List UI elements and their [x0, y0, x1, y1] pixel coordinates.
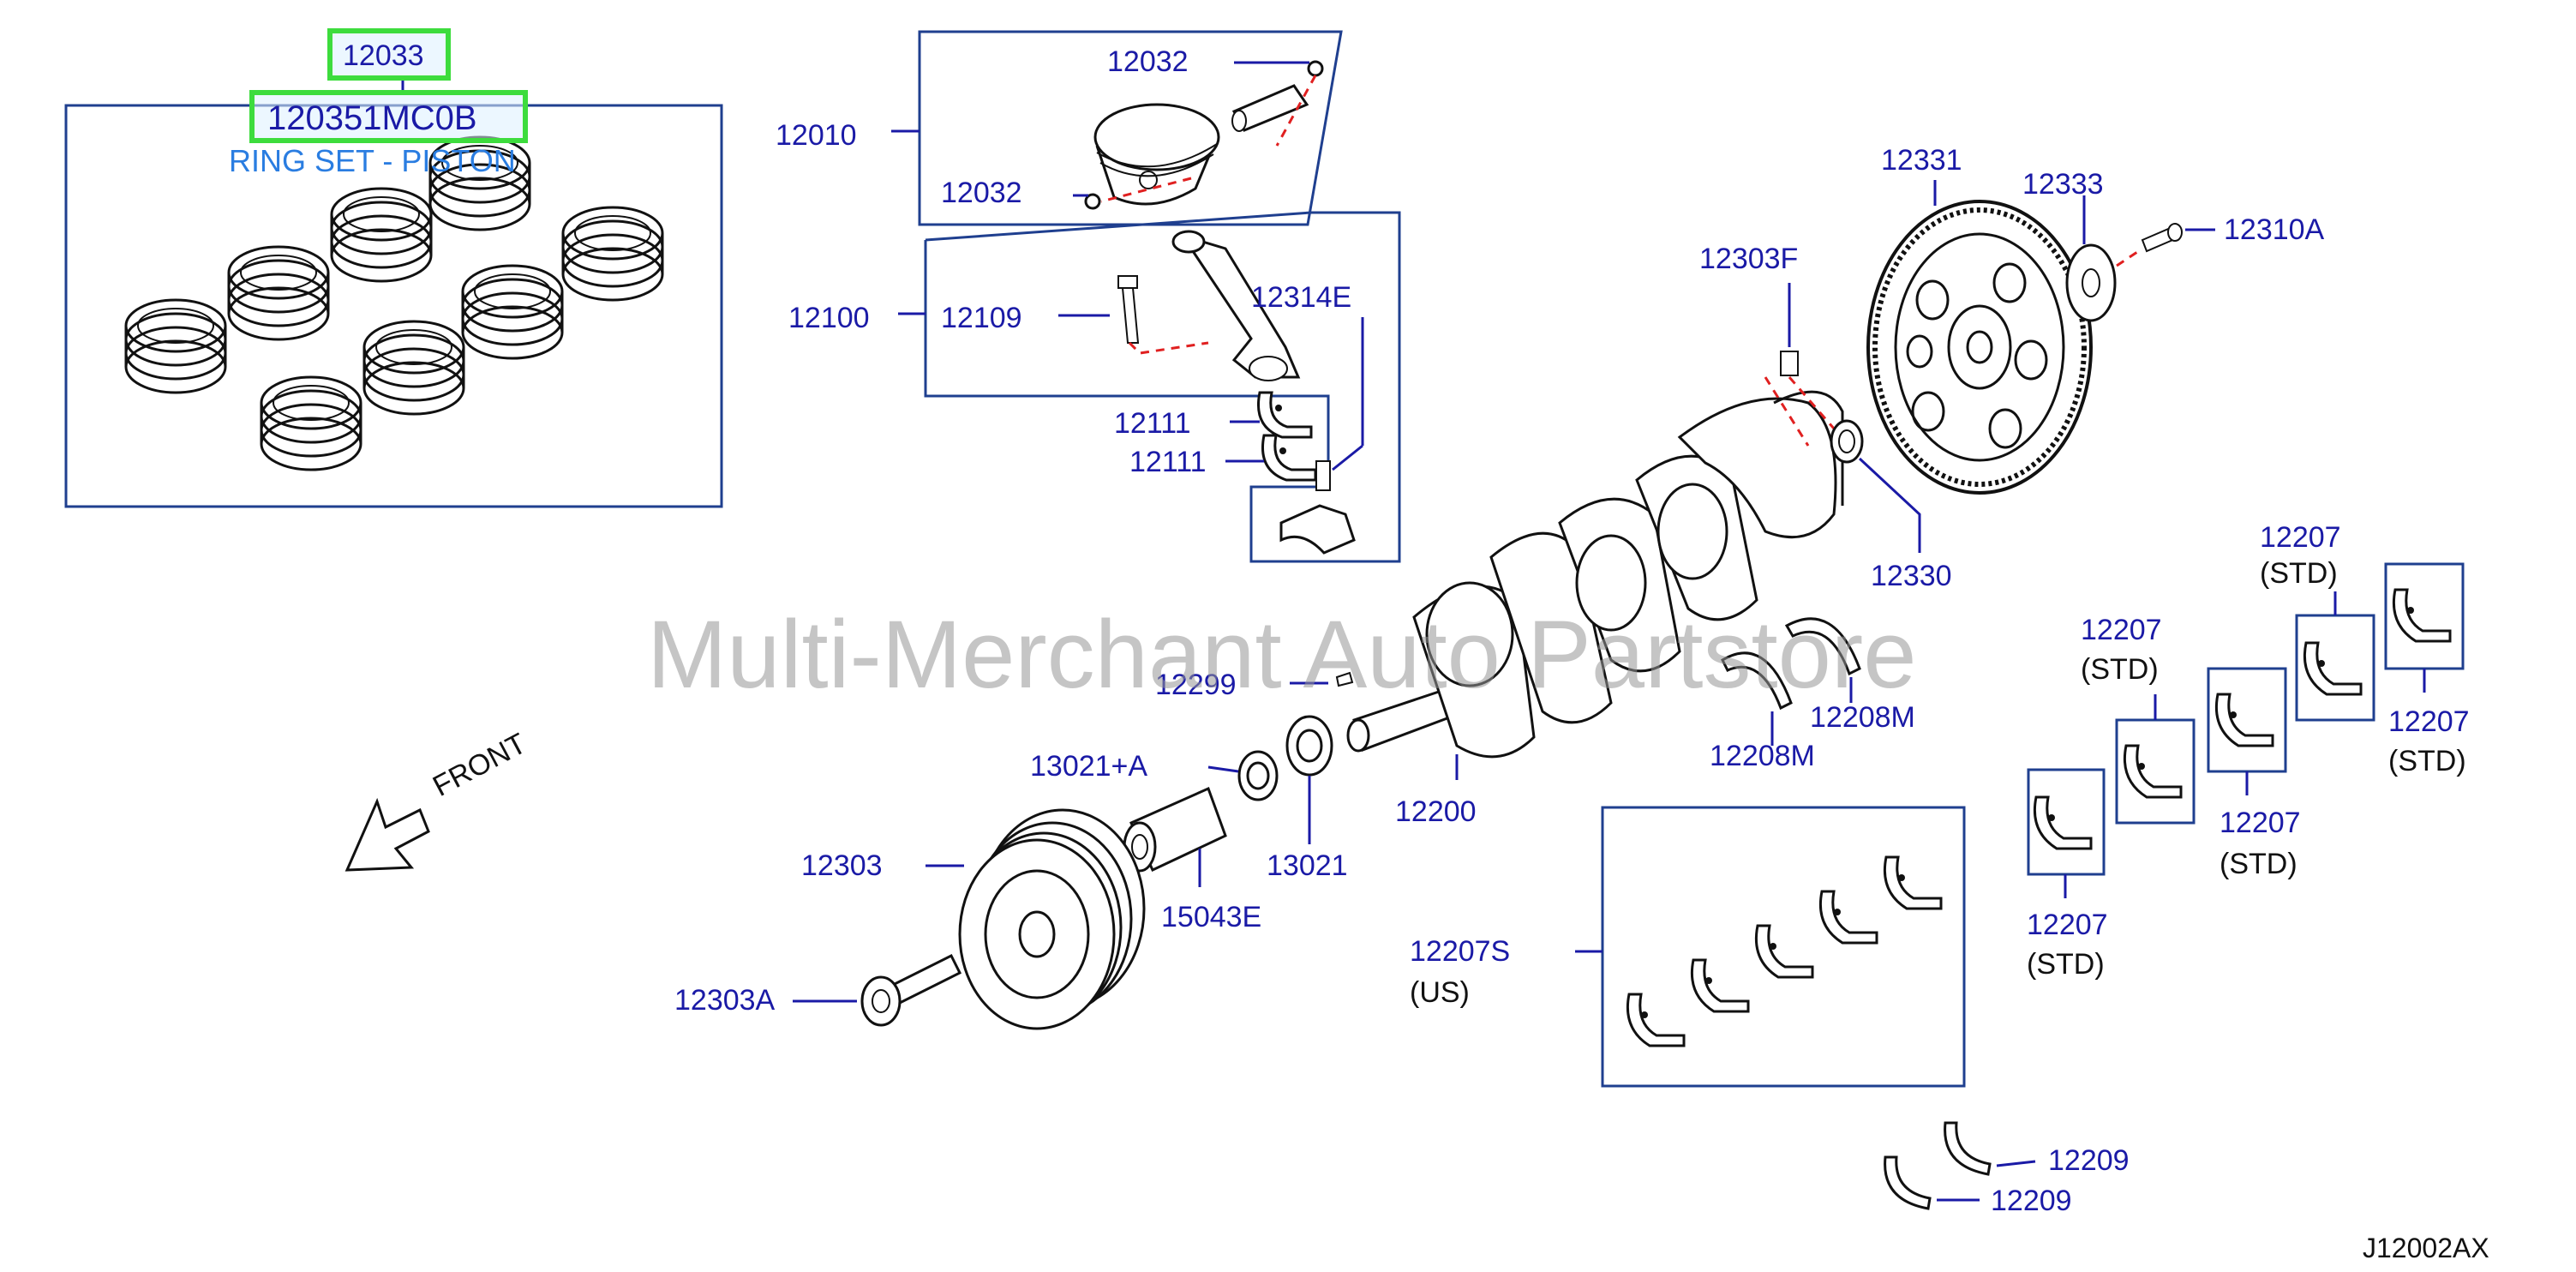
- callout-12100[interactable]: 12100: [788, 302, 870, 334]
- std-note-1: (STD): [2027, 948, 2105, 981]
- callout-12314E[interactable]: 12314E: [1251, 281, 1352, 314]
- callout-12208M-b[interactable]: 12208M: [1810, 701, 1915, 734]
- callout-12200[interactable]: 12200: [1395, 795, 1477, 828]
- watermark: Multi-Merchant Auto Partstore: [647, 601, 1917, 708]
- callout-12333[interactable]: 12333: [2022, 168, 2104, 201]
- callout-12303A[interactable]: 12303A: [674, 984, 776, 1017]
- std-note-5: (STD): [2388, 745, 2466, 777]
- drawing-code: J12002AX: [2363, 1233, 2489, 1263]
- piston-box: [918, 30, 1343, 226]
- part-description: RING SET - PISTON: [229, 143, 516, 178]
- callout-12310A[interactable]: 12310A: [2224, 213, 2325, 246]
- crankshaft: [1346, 390, 1844, 759]
- callout-13021A[interactable]: 13021+A: [1030, 750, 1148, 783]
- std-note-4: (STD): [2260, 557, 2338, 590]
- callout-15043E[interactable]: 15043E: [1161, 901, 1262, 933]
- bearing-set-box: [1601, 806, 1966, 1088]
- callout-12331[interactable]: 12331: [1881, 144, 1962, 177]
- callout-12208M-a[interactable]: 12208M: [1710, 740, 1815, 772]
- conrod-box: [924, 211, 1401, 563]
- callout-13021[interactable]: 13021: [1267, 849, 1348, 882]
- callout-12209-a[interactable]: 12209: [2048, 1144, 2130, 1177]
- callout-12207-4[interactable]: 12207: [2260, 521, 2341, 554]
- std-note-3: (STD): [2220, 848, 2297, 880]
- callout-12207-1[interactable]: 12207: [2027, 909, 2108, 941]
- callout-12109[interactable]: 12109: [941, 302, 1022, 334]
- std-note-2: (STD): [2081, 653, 2159, 686]
- callout-12032-bottom[interactable]: 12032: [941, 177, 1022, 209]
- callout-12207-3[interactable]: 12207: [2220, 807, 2301, 839]
- part-number-highlight[interactable]: [249, 90, 528, 143]
- callout-12207S[interactable]: 12207S: [1410, 935, 1511, 968]
- callout-12010[interactable]: 12010: [776, 119, 857, 152]
- callout-12207-2[interactable]: 12207: [2081, 614, 2162, 646]
- callout-12303F[interactable]: 12303F: [1699, 243, 1799, 275]
- callout-12299[interactable]: 12299: [1155, 669, 1237, 701]
- callout-12111-b[interactable]: 12111: [1129, 446, 1207, 478]
- callout-12330[interactable]: 12330: [1871, 560, 1952, 592]
- callout-12032-top[interactable]: 12032: [1107, 45, 1189, 78]
- part-ref-label: 12033: [343, 39, 424, 72]
- callout-12303[interactable]: 12303: [801, 849, 883, 882]
- callout-us-note: (US): [1410, 976, 1470, 1009]
- callout-12111-a[interactable]: 12111: [1114, 407, 1191, 440]
- callout-12209-b[interactable]: 12209: [1991, 1185, 2072, 1217]
- part-ref-highlight[interactable]: [327, 28, 451, 81]
- part-number-label: 120351MC0B: [267, 99, 477, 137]
- callout-12207-5[interactable]: 12207: [2388, 705, 2470, 738]
- flywheel: [1866, 200, 2093, 495]
